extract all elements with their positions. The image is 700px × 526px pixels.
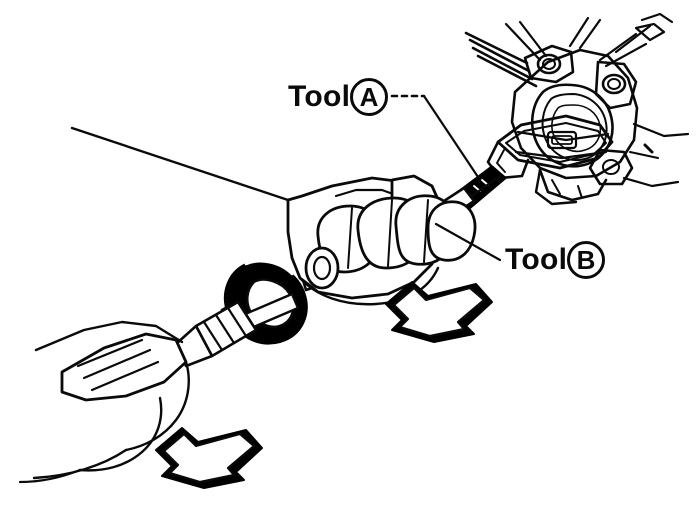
callout-leaders (390, 94, 502, 262)
tool-b-label: Tool (505, 243, 568, 276)
arrow-lower (155, 427, 263, 489)
lower-hand (18, 320, 190, 484)
slide-hammer-handle (174, 300, 258, 368)
tool-a-label: Tool (288, 80, 351, 113)
tool-a-badge: A (350, 78, 388, 116)
tool-b-leader (434, 222, 502, 262)
tool-b-badge: B (567, 241, 605, 279)
arrow-upper (385, 281, 493, 343)
upper-hand (70, 126, 477, 306)
